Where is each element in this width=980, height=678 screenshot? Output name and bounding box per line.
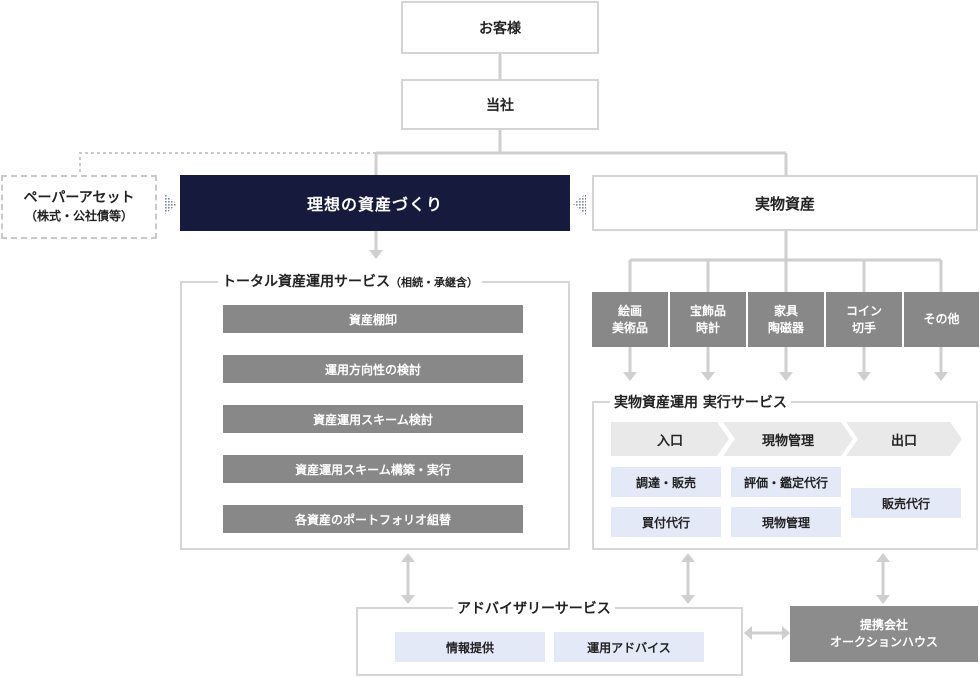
paper-asset-box: ペーパーアセット （株式・公社債等） <box>1 175 157 239</box>
paper-asset-sublabel: （株式・公社債等） <box>24 209 133 224</box>
exec-service-title-text: 実物資産運用 実行サービス <box>614 395 787 411</box>
category-other: その他 <box>904 292 979 347</box>
advisory-item-2: 運用アドバイス <box>554 632 704 662</box>
ideal-asset-box: 理想の資産づくり <box>180 175 570 231</box>
step-4-label: 資産運用スキーム構築・実行 <box>295 462 451 477</box>
step-4: 資産運用スキーム構築・実行 <box>223 455 523 483</box>
step-2: 運用方向性の検討 <box>223 355 523 383</box>
step-5-label: 各資産のポートフォリオ組替 <box>294 512 451 527</box>
entry-item-2: 買付代行 <box>611 507 721 537</box>
left-arrow-marker <box>164 193 177 215</box>
advisory-title: アドバイザリーサービス <box>453 598 615 618</box>
partner-label: 提携会社 <box>859 617 908 632</box>
entry-item-1-label: 調達・販売 <box>635 475 696 490</box>
entry-item-1: 調達・販売 <box>611 467 721 497</box>
stage-exit-label: 出口 <box>890 433 917 449</box>
category-art-line2: 美術品 <box>611 320 648 335</box>
exit-item-1: 販売代行 <box>851 488 961 518</box>
stage-entry: 入口 <box>611 422 729 456</box>
stage-management: 現物管理 <box>723 422 853 456</box>
ideal-asset-label: 理想の資産づくり <box>306 195 443 214</box>
category-furniture: 家具 陶磁器 <box>748 292 824 347</box>
category-art-line1: 絵画 <box>617 303 642 318</box>
exit-item-1-label: 販売代行 <box>881 496 930 511</box>
category-coins-line1: コイン <box>845 303 882 318</box>
category-furniture-line1: 家具 <box>773 303 798 318</box>
step-3-label: 資産運用スキーム検討 <box>313 412 433 427</box>
category-jewelry: 宝飾品 時計 <box>670 292 746 347</box>
partner-sublabel: オークションハウス <box>829 635 938 649</box>
mgmt-item-2: 現物管理 <box>731 507 841 537</box>
step-1-label: 資産棚卸 <box>348 312 397 327</box>
category-art: 絵画 美術品 <box>592 292 668 347</box>
category-coins-line2: 切手 <box>851 320 876 335</box>
step-3: 資産運用スキーム検討 <box>223 405 523 433</box>
advisory-item-1: 情報提供 <box>395 632 545 662</box>
category-jewelry-line1: 宝飾品 <box>689 303 726 318</box>
advisory-item-2-label: 運用アドバイス <box>587 640 671 655</box>
mgmt-item-1-label: 評価・鑑定代行 <box>743 475 828 490</box>
step-1: 資産棚卸 <box>223 305 523 333</box>
category-other-line1: その他 <box>923 312 960 327</box>
category-coins: コイン 切手 <box>826 292 902 347</box>
entry-item-2-label: 買付代行 <box>641 515 690 530</box>
step-2-label: 運用方向性の検討 <box>324 362 421 377</box>
company-box: 当社 <box>401 79 599 130</box>
paper-asset-label: ペーパーアセット <box>23 190 135 207</box>
advisory-item-1-label: 情報提供 <box>445 640 494 655</box>
customer-label: お客様 <box>479 20 521 37</box>
step-5: 各資産のポートフォリオ組替 <box>223 505 523 533</box>
real-asset-box: 実物資産 <box>592 175 978 231</box>
total-service-title-text: トータル資産運用サービス <box>222 274 390 290</box>
stage-exit: 出口 <box>846 422 962 456</box>
stage-entry-label: 入口 <box>656 433 683 449</box>
company-label: 当社 <box>486 97 514 114</box>
partner-box: 提携会社 オークションハウス <box>790 606 978 662</box>
total-service-title-sub: （相続・承継含） <box>390 276 478 289</box>
exec-service-title: 実物資産運用 実行サービス <box>610 392 791 412</box>
mgmt-item-2-label: 現物管理 <box>761 515 810 530</box>
category-furniture-line2: 陶磁器 <box>767 320 804 335</box>
advisory-title-text: アドバイザリーサービス <box>457 601 611 617</box>
mgmt-item-1: 評価・鑑定代行 <box>731 467 841 497</box>
category-jewelry-line2: 時計 <box>695 320 720 335</box>
real-asset-label: 実物資産 <box>754 194 815 213</box>
total-service-title: トータル資産運用サービス（相続・承継含） <box>218 271 482 291</box>
customer-box: お客様 <box>401 1 599 54</box>
right-arrow-marker <box>573 193 586 215</box>
stage-management-label: 現物管理 <box>761 433 814 449</box>
